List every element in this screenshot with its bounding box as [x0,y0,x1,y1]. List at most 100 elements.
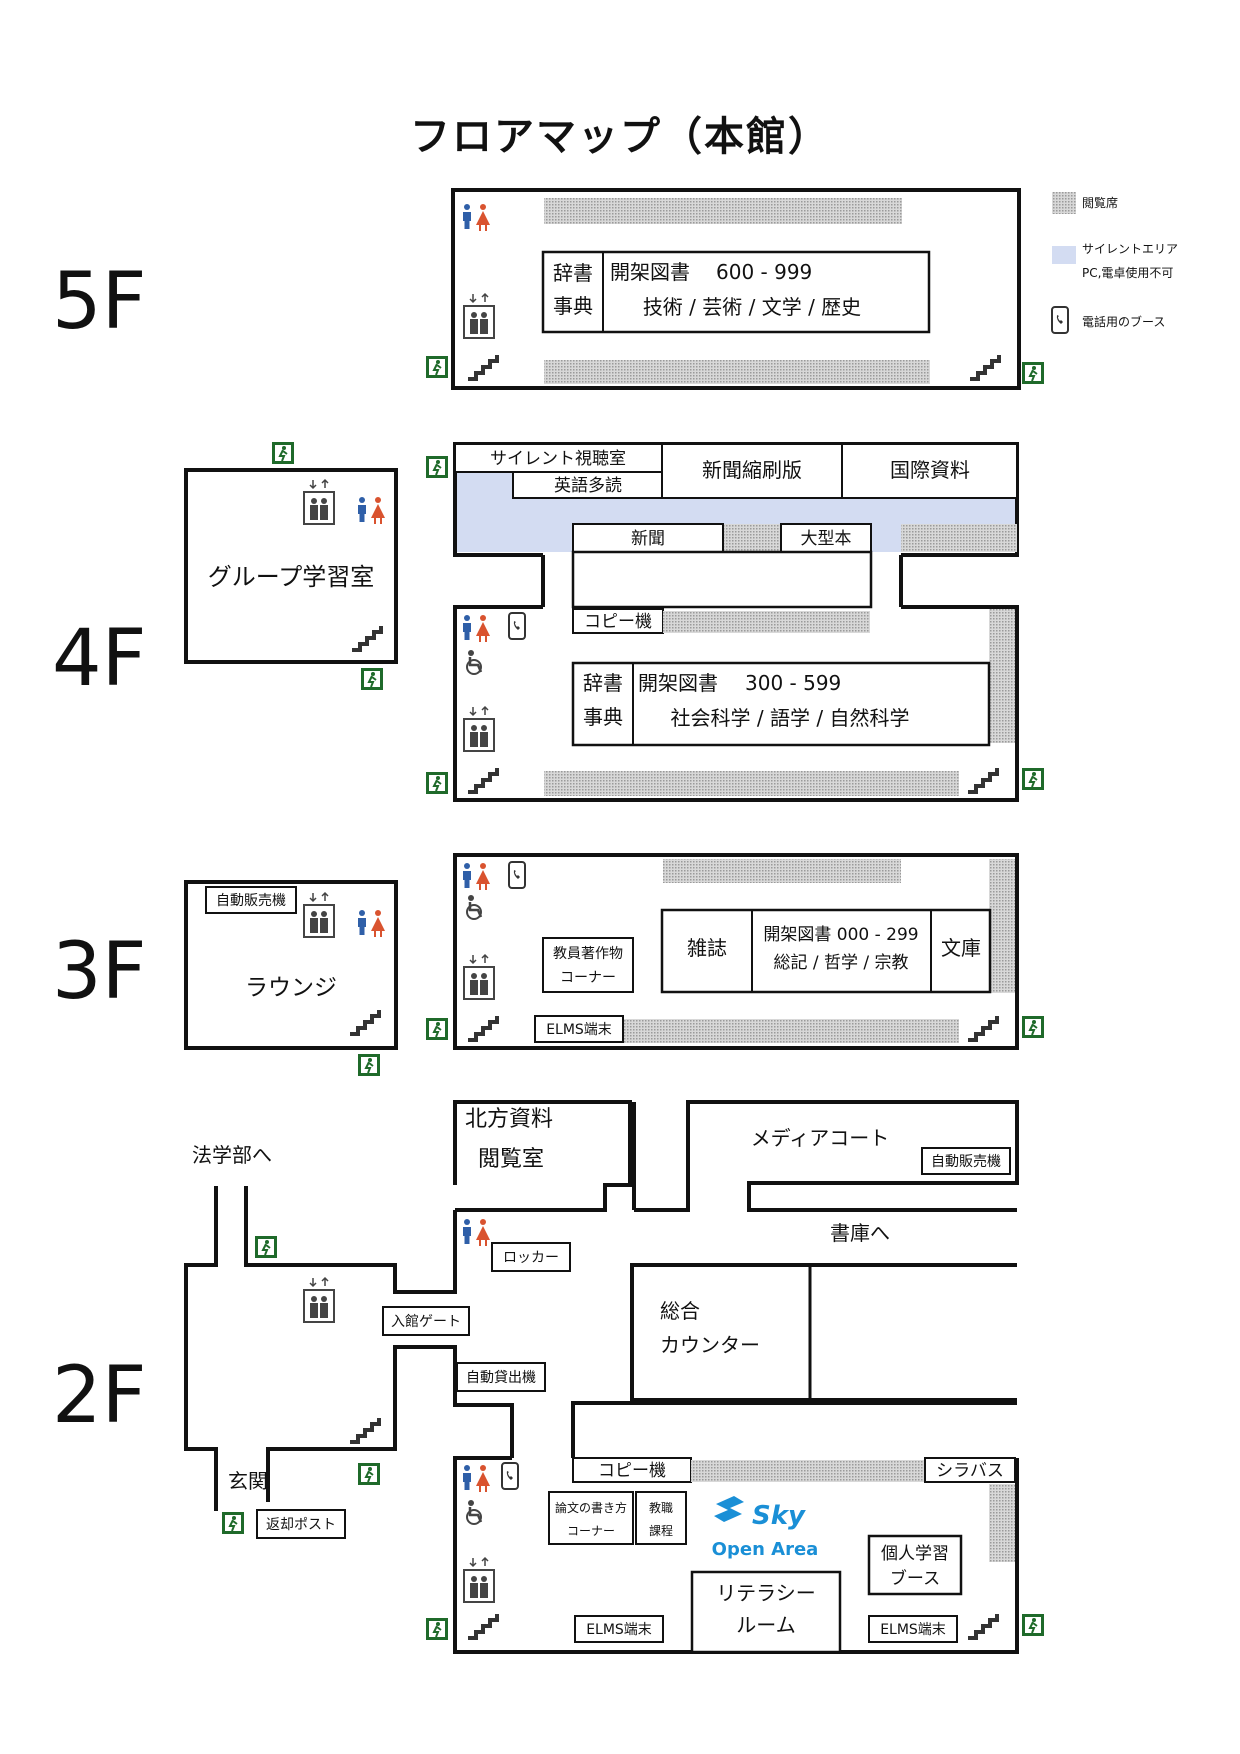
media-court-label: メディアコート [751,1126,890,1150]
wheelchair-icon [465,648,483,676]
group-study-room [184,468,398,664]
legend-phone: 電話用のブース [1082,314,1165,329]
literacy-room [690,1570,842,1654]
west-wall [184,1186,218,1511]
english-reading-room [512,471,663,499]
phone-booth-icon [508,612,526,640]
large-books-label: 大型本 [801,529,852,549]
center-block [571,550,873,609]
study-booth-label-1: 個人学習 [881,1544,949,1564]
silent-area-swatch [1052,246,1076,264]
elevator-icon [303,1277,335,1323]
reading-seats [723,524,781,552]
elevator-icon [463,706,495,752]
floor-outline [451,188,1021,390]
english-label: 英語多読 [554,476,622,496]
emergency-exit-icon [1021,361,1045,385]
elevator-icon [303,892,335,938]
elms-label: ELMS端末 [586,1622,652,1638]
locker-label: ロッカー [503,1250,559,1266]
open-area-room [453,1401,1019,1654]
elevator-icon [463,293,495,339]
elms-terminal [868,1615,958,1643]
teacher-label-2: 課程 [649,1523,673,1538]
av-room-label: サイレント視聴室 [490,449,626,469]
counter-label-2: カウンター [660,1333,760,1357]
sky-logo-text: Sky [752,1501,806,1531]
syllabus-label: シラバス [936,1461,1004,1481]
legend-reading: 閲覧席 [1082,195,1118,210]
locker [491,1242,571,1272]
reading-seats [691,1460,925,1482]
faculty-label-1: 教員著作物 [553,946,623,962]
floor-label-4f: 4F [52,614,147,704]
copier-label: コピー機 [584,612,652,632]
legend-silent-note: PC,電卓使用不可 [1082,265,1173,280]
emergency-exit-icon [271,441,295,465]
bunko-label: 文庫 [941,936,981,960]
return-post-label: 返却ポスト [266,1517,336,1533]
return-post [256,1509,346,1539]
floor-2f: 2F 法学部へ 入館ゲート 玄関 返却ポスト 北方資料 閲覧室 メディアコート … [52,1100,1045,1654]
open-area-label: Open Area [712,1539,819,1560]
thesis-writing-corner [548,1491,634,1545]
restroom-icon [358,497,385,524]
emergency-exit-icon [221,1511,245,1535]
teacher-label-1: 教職 [649,1500,673,1515]
vending-label: 自動販売機 [216,893,286,909]
lounge-room [184,880,398,1050]
copier [572,608,664,634]
study-booth-label-2: ブース [890,1568,940,1589]
stacks-label: 開架図書 [610,260,690,284]
restroom-icon [463,1219,490,1246]
faculty-works-corner [542,937,634,993]
wheelchair-icon [465,893,483,921]
sky-logo: Sky Open Area [712,1496,819,1560]
encyclopedia-label: 事典 [553,294,593,318]
subjects-label: 社会科学 / 語学 / 自然科学 [671,706,910,730]
elms-terminal [574,1615,664,1643]
reading-seats [544,360,930,384]
vending-machine [921,1147,1011,1175]
phone-booth-icon [501,1462,519,1490]
call-number-range: 600 - 999 [716,260,812,284]
stairs-icon [348,1008,381,1036]
general-counter [630,1263,1017,1402]
call-number-range: 300 - 599 [745,671,841,695]
legend: 閲覧席 サイレントエリア PC,電卓使用不可 電話用のブース [1051,192,1178,334]
floor-outline [453,853,1019,1050]
stairs-icon [466,766,499,794]
floor-3f: 3F 自動販売機 ラウンジ 教員著作物 コーナー 雑誌 開架図書 000 - 2… [52,853,1045,1077]
floor-label-3f: 3F [52,927,147,1017]
vending-label: 自動販売機 [931,1154,1001,1170]
reading-seats [989,859,1015,993]
stacks-block [541,250,931,334]
elevator-icon [303,479,335,525]
dictionary-label: 辞書 [553,261,593,285]
international-materials [841,443,1018,499]
emergency-exit-icon [360,667,384,691]
phone-booth-icon [1051,306,1069,334]
stairs-icon [466,1612,499,1640]
lounge-label: ラウンジ [245,975,337,1001]
floor-4f: 4F グループ学習室 サイレント視聴室 英語多読 新聞縮刷版 国際資料 新聞 大… [52,441,1045,802]
newspaper-label: 新聞 [631,529,665,549]
floor-5f: 5F 辞書 事典 開架図書 600 - 999 技術 / 芸術 / 文学 / 歴… [52,188,1045,390]
restroom-icon [463,615,490,642]
elevator-icon [463,954,495,1000]
entry-gate [382,1306,470,1336]
entrance-label: 玄関 [228,1469,268,1493]
north-materials-label-2: 閲覧室 [478,1147,544,1172]
reading-seats [591,1019,959,1043]
emergency-exit-icon [357,1053,381,1077]
literacy-label-1: リテラシー [716,1581,816,1605]
restroom-icon [463,863,490,890]
syllabus-shelf [924,1457,1016,1483]
map-title: フロアマップ（本館） [410,114,830,160]
elms-terminal [534,1015,624,1043]
reading-seats [544,198,902,224]
legend-silent: サイレントエリア [1082,242,1178,256]
reduced-newspapers [661,443,843,499]
reading-seats [663,859,901,883]
stacks-range-label: 開架図書 000 - 299 [763,925,918,945]
